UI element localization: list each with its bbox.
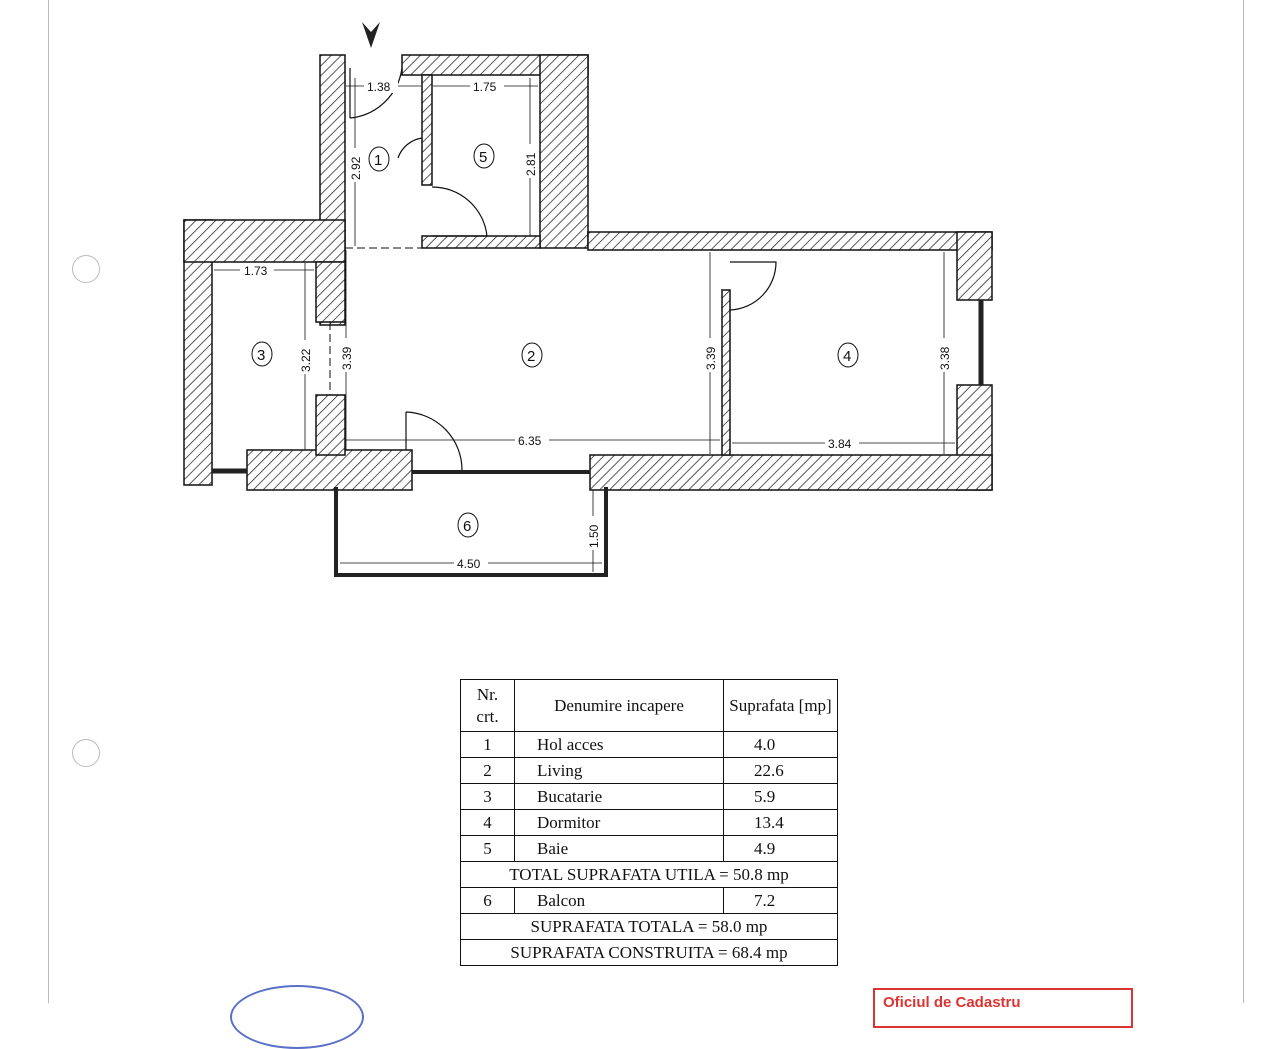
cell-area: 4.9 <box>723 835 838 862</box>
header-name: Denumire incapere <box>514 679 724 732</box>
dim-balcony-width: 4.50 <box>457 557 481 571</box>
room-number-6: 6 <box>463 518 471 535</box>
floor-plan: 1.38 1.75 1.73 6.35 3.84 4.50 2.92 2.81 … <box>183 22 993 577</box>
cell-area: 7.2 <box>723 887 838 914</box>
entrance-arrow-icon <box>362 22 380 48</box>
entrance-door <box>349 67 403 119</box>
cell-nr: 4 <box>460 809 515 836</box>
page-edge-left <box>48 0 49 1003</box>
wall <box>956 231 993 301</box>
construita-row: SUPRAFATA CONSTRUITA = 68.4 mp <box>460 939 838 966</box>
dim-living-width: 6.35 <box>518 434 542 448</box>
cell-name: Balcon <box>514 887 724 914</box>
dim-bedroom-width: 3.84 <box>828 437 852 451</box>
cell-area: 5.9 <box>723 783 838 810</box>
dim-living-depth-left: 3.39 <box>340 346 354 370</box>
cell-name: Baie <box>514 835 724 862</box>
cell-name: Hol acces <box>514 731 724 758</box>
cell-area: 22.6 <box>723 757 838 784</box>
wall <box>315 261 346 323</box>
bath-side-door <box>397 137 423 159</box>
dim-kitchen-length: 3.22 <box>299 348 313 372</box>
total-utila-row: TOTAL SUPRAFATA UTILA = 50.8 mp <box>460 861 838 888</box>
dim-hall-width: 1.38 <box>367 80 391 94</box>
wall <box>587 231 993 251</box>
dim-bedroom-depth: 3.38 <box>938 346 952 370</box>
dim-bath-length: 2.81 <box>524 152 538 176</box>
balcony-railing <box>334 487 608 577</box>
dim-living-depth-right: 3.39 <box>704 346 718 370</box>
table-header: Nr. crt. Denumire incapere Suprafata [mp… <box>460 679 838 732</box>
living-door <box>405 411 463 471</box>
room-number-3: 3 <box>257 347 265 364</box>
wall <box>246 449 413 491</box>
total-utila: TOTAL SUPRAFATA UTILA = 50.8 mp <box>460 861 838 888</box>
built-area: SUPRAFATA CONSTRUITA = 68.4 mp <box>460 939 838 966</box>
cell-name: Bucatarie <box>514 783 724 810</box>
wall <box>183 219 213 486</box>
cell-nr: 2 <box>460 757 515 784</box>
wall <box>183 219 346 263</box>
wall <box>315 394 346 456</box>
cell-area: 4.0 <box>723 731 838 758</box>
doors <box>349 67 777 471</box>
cell-nr: 6 <box>460 887 515 914</box>
punch-hole <box>72 739 100 767</box>
room-number-5: 5 <box>479 149 487 166</box>
red-stamp: Oficiul de Cadastru <box>873 988 1133 1028</box>
dim-kitchen-width: 1.73 <box>244 264 268 278</box>
dimension-labels: 1.38 1.75 1.73 6.35 3.84 4.50 2.92 2.81 … <box>240 79 952 571</box>
dim-bath-width: 1.75 <box>473 80 497 94</box>
cell-nr: 5 <box>460 835 515 862</box>
cell-nr: 3 <box>460 783 515 810</box>
bath-door <box>431 186 488 237</box>
wall <box>721 289 731 456</box>
walls <box>183 54 993 491</box>
dim-balcony-depth: 1.50 <box>587 524 601 548</box>
cell-name: Dormitor <box>514 809 724 836</box>
total-row: SUPRAFATA TOTALA = 58.0 mp <box>460 913 838 940</box>
cell-name: Living <box>514 757 724 784</box>
wall <box>539 54 589 249</box>
wall <box>589 454 993 491</box>
total-area: SUPRAFATA TOTALA = 58.0 mp <box>460 913 838 940</box>
header-area: Suprafata [mp] <box>723 679 838 732</box>
area-table: Nr. crt. Denumire incapere Suprafata [mp… <box>460 679 838 966</box>
punch-hole <box>72 255 100 283</box>
cell-area: 13.4 <box>723 809 838 836</box>
bedroom-door <box>729 261 777 311</box>
room-number-2: 2 <box>527 348 535 365</box>
header-nr: Nr. crt. <box>460 679 515 732</box>
wall <box>421 235 541 249</box>
room-number-4: 4 <box>843 348 851 365</box>
room-number-1: 1 <box>374 152 382 169</box>
blue-stamp <box>230 985 364 1049</box>
dim-hall-length: 2.92 <box>349 156 363 180</box>
cell-nr: 1 <box>460 731 515 758</box>
room-markers: 1 2 3 4 5 6 <box>251 143 859 538</box>
page-edge-right <box>1243 0 1244 1003</box>
wall <box>421 74 433 186</box>
